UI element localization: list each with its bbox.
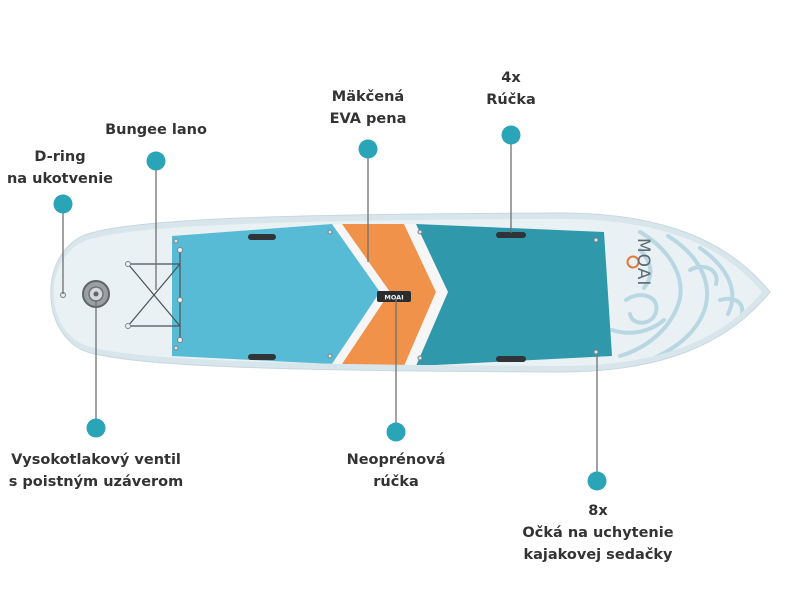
deck-light-blue xyxy=(172,224,380,364)
dot-valve xyxy=(86,418,106,438)
callout-handles: 4x Rúčka xyxy=(461,67,561,111)
callout-d-ring: D-ring na ukotvenie xyxy=(0,146,120,190)
callout-bungee: Bungee lano xyxy=(96,119,216,141)
callout-d-ring-line-2: na ukotvenie xyxy=(6,171,114,187)
nose-pattern xyxy=(610,230,745,362)
dot-handles xyxy=(501,125,521,145)
callout-neoprene-handle: Neoprénová rúčka xyxy=(326,449,466,493)
handle-logo-text: MOAI xyxy=(384,294,403,302)
sup-board: MOAI MOAI xyxy=(50,212,771,373)
callout-valve-line-2: s poistným uzáverom xyxy=(8,474,184,490)
callout-valve-line-1: Vysokotlakový ventil xyxy=(11,452,181,468)
callout-d-ring-line-1: D-ring xyxy=(34,149,86,165)
callout-seat-rings-line-1: 8x xyxy=(588,503,608,519)
chevron-white-1 xyxy=(332,224,390,364)
callout-eva-pad: Mäkčená EVA pena xyxy=(308,86,428,130)
callout-dots xyxy=(53,125,607,491)
dot-seat-rings xyxy=(587,471,607,491)
chevron-white-2 xyxy=(404,224,448,366)
side-handles xyxy=(248,232,526,362)
neoprene-handle: MOAI xyxy=(377,291,411,302)
callout-neoprene-line-1: Neoprénová xyxy=(346,452,446,468)
callout-handles-line-2: Rúčka xyxy=(486,92,536,108)
nose-logo-text: MOAI xyxy=(633,238,653,286)
callout-handles-line-1: 4x xyxy=(501,70,521,86)
callout-seat-rings-line-2: Očká na uchytenie xyxy=(522,525,674,541)
leader-lines xyxy=(62,135,598,480)
callout-neoprene-line-2: rúčka xyxy=(373,474,419,490)
bungee-anchors xyxy=(125,247,183,343)
callout-bungee-line-1: Bungee lano xyxy=(105,122,207,138)
nose-logo-ring xyxy=(626,255,640,269)
dot-bungee xyxy=(146,151,166,171)
dot-eva xyxy=(358,139,378,159)
callout-seat-rings: 8x Očká na uchytenie kajakovej sedačky xyxy=(500,500,696,566)
callout-seat-rings-line-3: kajakovej sedačky xyxy=(523,547,673,563)
bungee-cord xyxy=(127,250,181,340)
seat-rings xyxy=(173,229,599,361)
deck-teal xyxy=(416,224,612,366)
callout-valve: Vysokotlakový ventil s poistným uzáverom xyxy=(0,449,192,493)
callout-eva-line-2: EVA pena xyxy=(329,111,407,127)
nose-logo: MOAI xyxy=(626,238,653,286)
dot-d-ring xyxy=(53,194,73,214)
callout-eva-line-1: Mäkčená xyxy=(331,89,405,105)
dot-neoprene xyxy=(386,422,406,442)
